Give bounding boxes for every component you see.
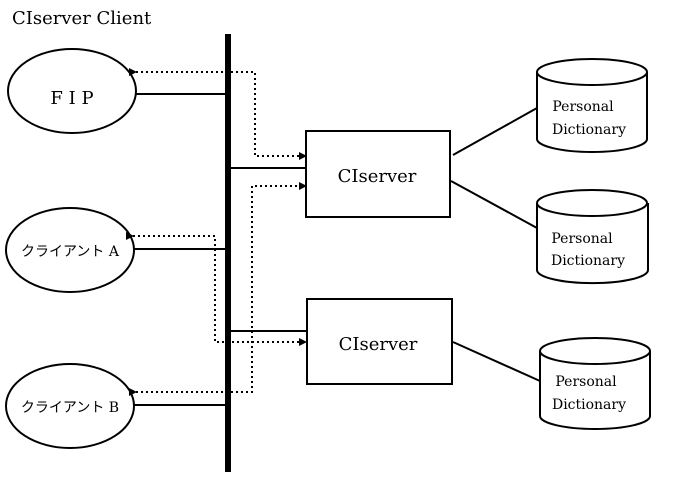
flow-client-a-server-2 bbox=[126, 232, 307, 346]
dictionary-2: Personal Dictionary bbox=[536, 189, 649, 285]
server-2: CIserver bbox=[228, 298, 453, 385]
client-b: クライアント B bbox=[5, 363, 228, 449]
dictionary-2-line1: Personal bbox=[551, 231, 613, 247]
link-server-2-dict-3 bbox=[452, 341, 541, 382]
client-a-label: クライアント A bbox=[21, 244, 120, 260]
flow-client-b-server-1 bbox=[129, 182, 307, 396]
dictionary-3: Personal Dictionary bbox=[539, 337, 651, 430]
dictionary-3-cylinder bbox=[539, 351, 651, 430]
server-1: CIserver bbox=[228, 130, 451, 218]
dictionary-3-top bbox=[539, 337, 651, 365]
flow-fip-server-1 bbox=[129, 68, 307, 160]
dictionary-2-line2: Dictionary bbox=[551, 253, 625, 269]
dictionary-1-line2: Dictionary bbox=[552, 122, 626, 138]
dotted-flows bbox=[126, 68, 307, 396]
server-1-label: CIserver bbox=[338, 166, 417, 187]
dictionary-2-cylinder bbox=[536, 203, 649, 285]
server-2-label: CIserver bbox=[339, 334, 418, 355]
dictionary-3-line1: Personal bbox=[555, 374, 617, 390]
dictionary-1-cylinder bbox=[536, 72, 648, 153]
client-a: クライアント A bbox=[5, 207, 228, 293]
server-1-box bbox=[305, 130, 451, 218]
diagram-title: CIserver Client bbox=[12, 8, 152, 29]
dictionary-2-top bbox=[536, 189, 648, 217]
client-fip-label: F I P bbox=[50, 88, 93, 109]
link-server-1-dict-2 bbox=[450, 180, 538, 229]
dictionary-1-line1: Personal bbox=[552, 99, 614, 115]
link-server-1-dict-1 bbox=[452, 107, 538, 156]
dictionary-1-top bbox=[536, 58, 648, 86]
server-2-box bbox=[306, 298, 453, 385]
dictionary-3-line2: Dictionary bbox=[552, 397, 626, 413]
client-fip: F I P bbox=[7, 48, 228, 134]
dictionary-1: Personal Dictionary bbox=[536, 58, 648, 153]
client-b-label: クライアント B bbox=[21, 400, 119, 416]
